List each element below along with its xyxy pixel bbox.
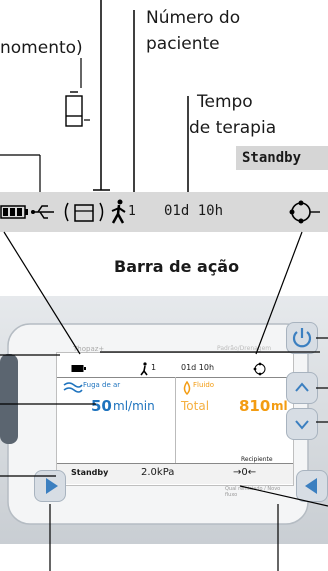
right-arrow-icon (46, 478, 58, 494)
fluid-label: Fluido (193, 381, 215, 389)
footer-container-value: →0← (233, 467, 257, 478)
status-bar: 1 01d 10h (0, 192, 328, 232)
fluid-drop-icon (183, 381, 191, 395)
footer-pressure: 2.0kPa (141, 467, 175, 478)
screen-divider (175, 377, 176, 463)
screen-battery-icon (71, 365, 86, 372)
screen-rotate-icon (253, 362, 266, 376)
air-leak-icon (63, 382, 83, 393)
chevron-down-icon (295, 420, 309, 430)
device-screen: Thopaz+ Padrão/Drenagem 1 01d 10h Fuga d… (56, 345, 294, 498)
power-icon (292, 328, 312, 348)
action-bar-label: Barra de ação (114, 257, 240, 276)
footer-mode: Standby (71, 468, 109, 477)
air-leak-unit: ml/min (113, 399, 155, 413)
footer-container-label: Recipiente (241, 456, 273, 463)
walking-person-icon (111, 199, 126, 224)
screen-therapy-time: 01d 10h (181, 363, 215, 372)
callout-tempo-terapia-line2: de terapia (189, 118, 277, 138)
standby-badge: Standby (236, 146, 328, 170)
chevron-up-icon (295, 382, 309, 392)
left-softkey-button[interactable] (34, 470, 66, 502)
usb-icon (31, 205, 54, 219)
battery-icon (0, 205, 28, 219)
fluid-value: 810 (239, 397, 271, 415)
callout-numero-paciente-line1: Número do (146, 8, 241, 28)
signal-container-icon (64, 202, 104, 222)
screen-footer: Standby 2.0kPa Recipiente →0← (57, 456, 293, 484)
power-button[interactable] (286, 322, 318, 354)
screen-title-right: Padrão/Drenagem (217, 345, 272, 352)
screen-walking-person-icon (140, 362, 148, 376)
screen-patient-number: 1 (151, 363, 157, 372)
status-patient-number: 1 (128, 204, 136, 219)
air-leak-value: 50 (91, 397, 112, 415)
down-key-button[interactable] (286, 408, 318, 440)
left-arrow-icon (305, 478, 317, 494)
container-icon (65, 91, 90, 127)
callout-numero-paciente-line2: paciente (146, 34, 220, 54)
status-therapy-time: 01d 10h (164, 203, 224, 219)
air-leak-label: Fuga de ar (83, 381, 121, 389)
callout-tempo-terapia-line1: Tempo (197, 92, 253, 112)
screen-title-left: Thopaz+ (73, 345, 105, 353)
callout-momento: nomento) (0, 38, 83, 58)
fluid-total-label: Total (181, 399, 210, 413)
rotate-icon (289, 200, 320, 224)
fluid-unit: ml (271, 399, 288, 413)
